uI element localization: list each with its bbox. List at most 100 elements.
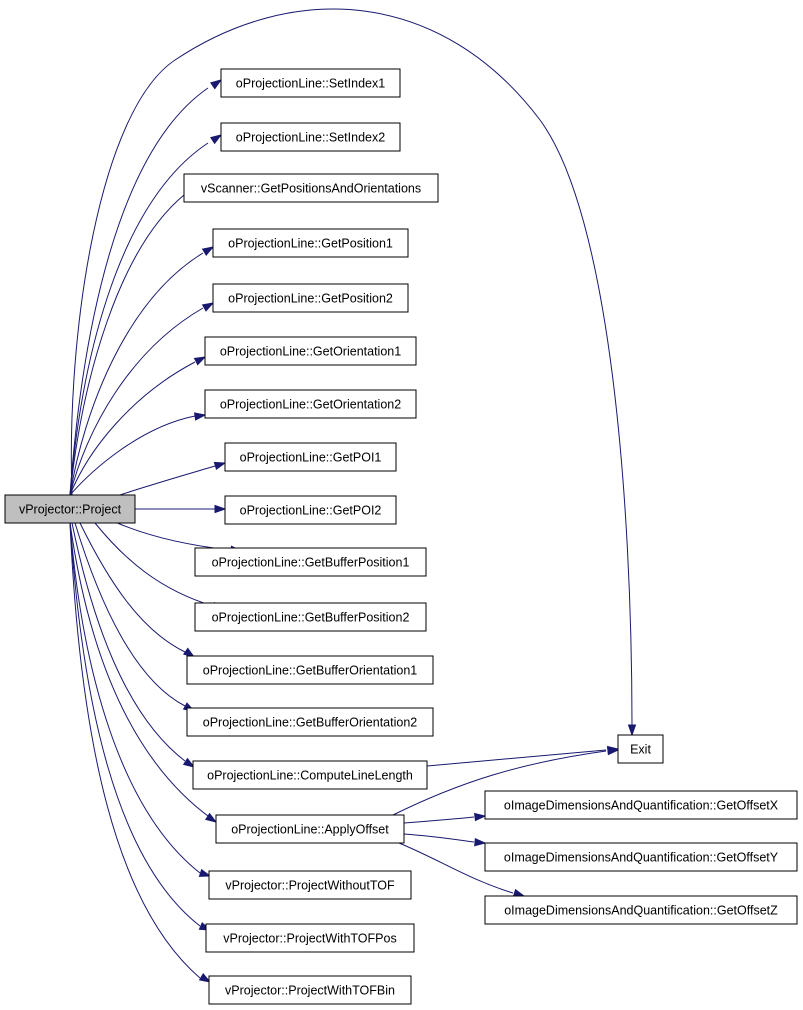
node-box	[192, 760, 428, 790]
arrowhead	[607, 746, 620, 756]
node-box	[484, 842, 798, 872]
arrowhead	[198, 973, 212, 983]
edge-root-n16	[69, 522, 212, 877]
function-node-n10[interactable]: oProjectionLine::GetBufferPosition1	[194, 547, 427, 577]
edge-n15-ox	[403, 812, 487, 824]
arrowhead	[213, 461, 227, 471]
function-node-n9[interactable]: oProjectionLine::GetPOI2	[224, 495, 397, 525]
node-label: oProjectionLine::GetBufferPosition2	[212, 611, 410, 625]
call-nodes: vProjector::Project oProjectionLine::SetI…	[4, 68, 798, 1005]
node-box	[220, 122, 401, 152]
edge-n15-oy	[403, 833, 487, 847]
node-box	[212, 228, 409, 258]
node-box	[484, 895, 798, 925]
edge-line	[403, 816, 475, 824]
edge-line	[69, 522, 201, 874]
function-node-ox[interactable]: oImageDimensionsAndQuantification::GetOf…	[484, 790, 798, 820]
edge-line	[74, 522, 186, 707]
node-label: Exit	[630, 743, 651, 757]
node-box	[204, 389, 417, 419]
function-node-n3[interactable]: vScanner::GetPositionsAndOrientations	[183, 173, 439, 203]
edge-root-n9	[134, 504, 227, 514]
edge-line	[392, 750, 607, 816]
edge-line	[69, 415, 196, 496]
edge-line	[79, 522, 186, 653]
function-node-n7[interactable]: oProjectionLine::GetOrientation2	[204, 389, 417, 419]
edge-root-n18	[69, 522, 212, 983]
arrowhead	[209, 79, 223, 90]
root-node: vProjector::Project	[4, 494, 136, 524]
node-box	[220, 68, 401, 98]
edge-root-n15	[69, 522, 218, 823]
node-box	[4, 494, 136, 524]
edge-line	[94, 522, 214, 607]
function-node-n14[interactable]: oProjectionLine::ComputeLineLength	[192, 760, 428, 790]
node-label: oImageDimensionsAndQuantification::GetOf…	[504, 851, 779, 865]
edge-line	[69, 522, 213, 820]
function-node-n12[interactable]: oProjectionLine::GetBufferOrientation1	[186, 655, 434, 685]
node-box	[208, 975, 412, 1005]
arrowhead	[201, 302, 215, 312]
function-node-exit[interactable]: Exit	[617, 734, 664, 764]
function-node-n18[interactable]: vProjector::ProjectWithTOFBin	[208, 975, 412, 1005]
node-label: vProjector::ProjectWithTOFPos	[223, 932, 396, 946]
edge-root-n13	[74, 522, 196, 712]
edge-root-n6	[69, 356, 207, 496]
node-box	[194, 547, 427, 577]
node-label: oProjectionLine::ComputeLineLength	[207, 769, 413, 783]
node-box	[215, 814, 405, 844]
node-label: oProjectionLine::GetBufferPosition1	[212, 556, 410, 570]
function-node-n6[interactable]: oProjectionLine::GetOrientation1	[204, 336, 417, 366]
function-node-n15[interactable]: oProjectionLine::ApplyOffset	[215, 814, 405, 844]
arrowhead	[209, 134, 223, 145]
function-node-n13[interactable]: oProjectionLine::GetBufferOrientation2	[186, 707, 434, 737]
arrowhead	[198, 868, 212, 877]
function-node-n16[interactable]: vProjector::ProjectWithoutTOF	[208, 870, 412, 900]
function-node-n2[interactable]: oProjectionLine::SetIndex2	[220, 122, 401, 152]
node-box	[617, 734, 664, 764]
edge-line	[71, 522, 186, 762]
edge-line	[426, 749, 607, 767]
node-label: oImageDimensionsAndQuantification::GetOf…	[504, 799, 779, 813]
function-node-n11[interactable]: oProjectionLine::GetBufferPosition2	[194, 602, 427, 632]
edge-line	[398, 842, 514, 894]
node-box	[183, 173, 439, 203]
node-box	[205, 923, 415, 953]
node-box	[186, 655, 434, 685]
function-node-n1[interactable]: oProjectionLine::SetIndex1	[220, 68, 401, 98]
node-label: oProjectionLine::ApplyOffset	[231, 823, 389, 837]
function-node-n5[interactable]: oProjectionLine::GetPosition2	[212, 283, 409, 313]
node-box	[212, 283, 409, 313]
node-label: oProjectionLine::SetIndex1	[236, 77, 385, 91]
function-node-n8[interactable]: oProjectionLine::GetPOI1	[224, 442, 397, 472]
edge-root-n12	[79, 522, 196, 658]
arrowhead	[194, 412, 207, 421]
node-box	[186, 707, 434, 737]
edge-line	[69, 361, 196, 496]
node-label: oProjectionLine::GetBufferOrientation2	[203, 716, 418, 730]
arrowhead	[474, 812, 487, 822]
function-node-n17[interactable]: vProjector::ProjectWithTOFPos	[205, 923, 415, 953]
arrowhead	[204, 812, 218, 823]
edge-line	[69, 252, 204, 496]
edge-line	[69, 142, 209, 496]
function-node-oz[interactable]: oImageDimensionsAndQuantification::GetOf…	[484, 895, 798, 925]
node-label: vProjector::ProjectWithTOFBin	[225, 984, 395, 998]
edge-line	[403, 833, 475, 843]
edge-root-n1	[69, 79, 223, 496]
node-box	[224, 495, 397, 525]
edge-root-n2	[69, 134, 223, 496]
node-label: vProjector::Project	[19, 503, 122, 517]
edge-root-n7	[69, 412, 207, 496]
arrowhead	[182, 757, 196, 768]
edge-root-n5	[69, 302, 215, 496]
function-node-oy[interactable]: oImageDimensionsAndQuantification::GetOf…	[484, 842, 798, 872]
edge-line	[69, 522, 201, 927]
edge-line	[69, 87, 209, 496]
edge-line	[69, 194, 185, 496]
edge-root-n4	[69, 246, 215, 496]
edge-line	[69, 307, 204, 496]
edge-root-exit	[70, 8, 637, 737]
function-node-n4[interactable]: oProjectionLine::GetPosition1	[212, 228, 409, 258]
